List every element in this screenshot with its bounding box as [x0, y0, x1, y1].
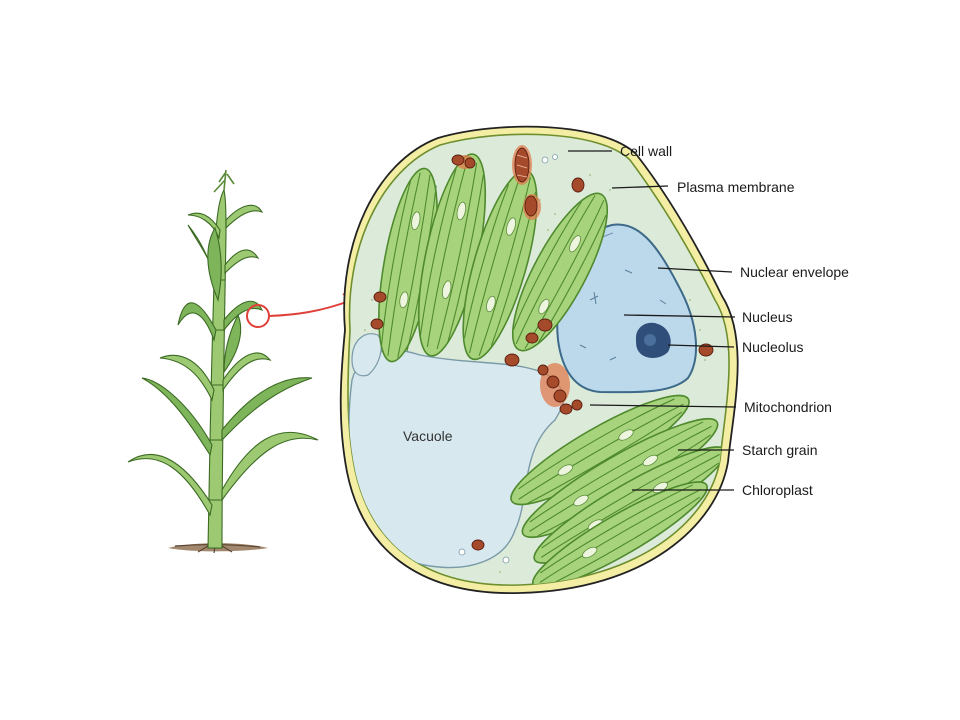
mitochondrion	[504, 353, 520, 367]
corn-plant-icon	[127, 169, 319, 554]
plant-leaf	[127, 453, 213, 517]
chloroplast	[511, 192, 609, 352]
plant-leaf	[225, 204, 264, 230]
mitochondrion	[571, 177, 585, 193]
pointer-arrow	[268, 299, 353, 317]
plant-leaf	[222, 352, 272, 392]
mitochondrion	[523, 194, 541, 220]
mitochondrion	[451, 154, 476, 169]
mitochondrion	[370, 291, 387, 330]
label-plasma-membrane: Plasma membrane	[677, 179, 795, 195]
plant-tassel	[213, 169, 235, 193]
leader-nucleolus	[667, 344, 735, 348]
plant-cell	[339, 125, 739, 594]
leader-nucleus	[623, 314, 736, 318]
plant-leaf	[223, 300, 264, 332]
label-nucleus: Nucleus	[742, 309, 793, 325]
label-nuclear-envelope: Nuclear envelope	[740, 264, 849, 280]
vacuole-small	[351, 333, 382, 377]
label-chloroplast: Chloroplast	[742, 482, 813, 498]
plant-leaf	[221, 431, 319, 502]
leader-nuclear-envelope	[657, 267, 733, 273]
mitochondrion	[537, 363, 583, 415]
chloroplast	[532, 481, 708, 586]
chloroplast	[462, 169, 538, 361]
label-mitochondrion: Mitochondrion	[744, 399, 832, 415]
mitochondrion	[512, 145, 532, 185]
plant-leaf	[177, 302, 217, 343]
leader-mitochondrion	[589, 404, 737, 408]
plant-ear	[207, 226, 222, 302]
mitochondrion	[471, 539, 485, 551]
label-nucleolus: Nucleolus	[742, 339, 803, 355]
label-vacuole: Vacuole	[403, 428, 453, 444]
chromatin	[579, 269, 667, 361]
plant-leaf	[224, 249, 260, 275]
plant-leaf	[141, 377, 213, 457]
mitochondrion	[525, 318, 553, 344]
label-starch-grain: Starch grain	[742, 442, 817, 458]
mitochondrion	[698, 343, 714, 357]
plant-leaf	[221, 377, 313, 442]
leader-plasma-membrane	[611, 185, 669, 189]
plant-leaf	[159, 354, 215, 402]
leader-lines	[568, 150, 737, 491]
plant-ear	[223, 313, 242, 374]
label-cell-wall: Cell wall	[620, 143, 672, 159]
chloroplast	[510, 394, 690, 506]
